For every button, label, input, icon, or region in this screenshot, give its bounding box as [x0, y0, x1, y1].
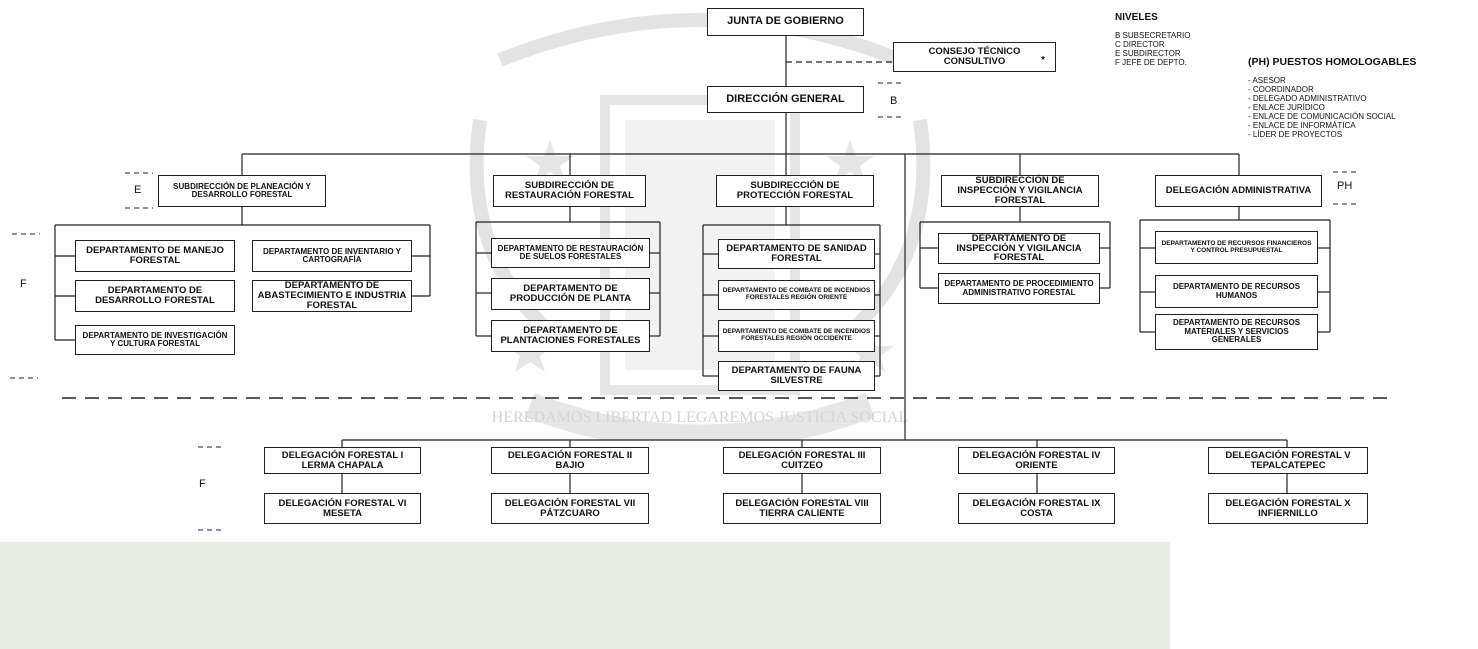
subdireccion-restauracion: SUBDIRECCIÓN DE RESTAURACIÓN FORESTAL	[493, 175, 646, 207]
delegacion-forestal-v: DELEGACIÓN FORESTAL V TEPALCATEPEC	[1208, 447, 1368, 474]
subdireccion-proteccion: SUBDIRECCIÓN DE PROTECCIÓN FORESTAL	[716, 175, 874, 207]
direccion-general: DIRECCIÓN GENERAL	[707, 86, 864, 113]
depto-investigacion-cultura: DEPARTAMENTO DE INVESTIGACIÓN Y CULTURA …	[75, 325, 235, 355]
depto-inspeccion-vigilancia: DEPARTAMENTO DE INSPECCIÓN Y VIGILANCIA …	[938, 233, 1100, 264]
subdireccion-planeacion: SUBDIRECCIÓN DE PLANEACIÓN Y DESARROLLO …	[158, 175, 326, 207]
level-f-depts-label: F	[20, 278, 27, 290]
level-e-label: E	[134, 184, 142, 196]
depto-recursos-humanos: DEPARTAMENTO DE RECURSOS HUMANOS	[1155, 275, 1318, 308]
delegacion-forestal-x: DELEGACIÓN FORESTAL X INFIERNILLO	[1208, 493, 1368, 524]
depto-produccion-planta: DEPARTAMENTO DE PRODUCCIÓN DE PLANTA	[491, 278, 650, 310]
junta-de-gobierno: JUNTA DE GOBIERNO	[707, 8, 864, 36]
level-f-delegations-label: F	[199, 478, 206, 490]
delegacion-forestal-iv: DELEGACIÓN FORESTAL IV ORIENTE	[958, 447, 1115, 474]
delegacion-administrativa: DELEGACIÓN ADMINISTRATIVA	[1155, 175, 1322, 207]
watermark-motto: HEREDAMOS LIBERTAD LEGAREMOS JUSTICIA SO…	[492, 409, 908, 426]
delegacion-forestal-vii: DELEGACIÓN FORESTAL VII PÁTZCUARO	[491, 493, 649, 524]
subdireccion-inspeccion: SUBDIRECCIÓN DE INSPECCIÓN Y VIGILANCIA …	[941, 175, 1099, 207]
legend-ph-item: - ENLACE DE INFORMÁTICA	[1248, 121, 1356, 130]
legend-niveles: NIVELES B SUBSECRETARIO C DIRECTOR E SUB…	[1115, 12, 1190, 67]
consejo-asterisk: *	[1041, 55, 1045, 66]
legend-ph-item: - ENLACE DE COMUNICACIÓN SOCIAL	[1248, 112, 1396, 121]
legend-ph-item: - ASESOR	[1248, 76, 1286, 85]
legend-niveles-item: F JEFE DE DEPTO.	[1115, 58, 1187, 67]
bottom-band	[0, 542, 1170, 649]
depto-recursos-financieros: DEPARTAMENTO DE RECURSOS FINANCIEROS Y C…	[1155, 231, 1318, 264]
legend-ph-item: - DELEGADO ADMINISTRATIVO	[1248, 94, 1367, 103]
legend-ph-item: - COORDINADOR	[1248, 85, 1314, 94]
depto-fauna-silvestre: DEPARTAMENTO DE FAUNA SILVESTRE	[718, 361, 875, 391]
legend-niveles-item: E SUBDIRECTOR	[1115, 49, 1181, 58]
delegacion-forestal-ii: DELEGACIÓN FORESTAL II BAJIO	[491, 447, 649, 474]
depto-procedimiento-administrativo: DEPARTAMENTO DE PROCEDIMIENTO ADMINISTRA…	[938, 273, 1100, 304]
depto-restauracion-suelos: DEPARTAMENTO DE RESTAURACIÓN DE SUELOS F…	[491, 238, 650, 268]
watermark-seal: HEREDAMOS LIBERTAD LEGAREMOS JUSTICIA SO…	[469, 13, 931, 440]
delegacion-forestal-viii: DELEGACIÓN FORESTAL VIII TIERRA CALIENTE	[723, 493, 881, 524]
legend-ph-item: - ENLACE JURÍDICO	[1248, 103, 1325, 112]
legend-ph-item: - LÍDER DE PROYECTOS	[1248, 130, 1343, 139]
depto-plantaciones-forestales: DEPARTAMENTO DE PLANTACIONES FORESTALES	[491, 320, 650, 352]
delegacion-forestal-iii: DELEGACIÓN FORESTAL III CUITZEO	[723, 447, 881, 474]
legend-ph-title: (PH) PUESTOS HOMOLOGABLES	[1248, 56, 1417, 68]
consejo-tecnico-consultivo: CONSEJO TÉCNICO CONSULTIVO *	[893, 42, 1056, 72]
legend-niveles-item: B SUBSECRETARIO	[1115, 31, 1191, 40]
level-ph-label: PH	[1337, 180, 1353, 192]
depto-manejo-forestal: DEPARTAMENTO DE MANEJO FORESTAL	[75, 240, 235, 272]
level-b-label: B	[890, 95, 898, 107]
delegacion-forestal-i: DELEGACIÓN FORESTAL I LERMA CHAPALA	[264, 447, 421, 474]
depto-desarrollo-forestal: DEPARTAMENTO DE DESARROLLO FORESTAL	[75, 280, 235, 312]
legend-puestos-homologables: (PH) PUESTOS HOMOLOGABLES - ASESOR - COO…	[1248, 56, 1416, 139]
delegacion-forestal-vi: DELEGACIÓN FORESTAL VI MESETA	[264, 493, 421, 524]
depto-recursos-materiales: DEPARTAMENTO DE RECURSOS MATERIALES Y SE…	[1155, 314, 1318, 350]
depto-abastecimiento-industria: DEPARTAMENTO DE ABASTECIMIENTO E INDUSTR…	[252, 280, 412, 312]
consejo-label: CONSEJO TÉCNICO CONSULTIVO	[928, 46, 1021, 67]
delegacion-forestal-ix: DELEGACIÓN FORESTAL IX COSTA	[958, 493, 1115, 524]
legend-niveles-title: NIVELES	[1115, 12, 1158, 23]
depto-inventario-cartografia: DEPARTAMENTO DE INVENTARIO Y CARTOGRAFÍA	[252, 240, 412, 272]
depto-combate-incendios-oriente: DEPARTAMENTO DE COMBATE DE INCENDIOS FOR…	[718, 280, 875, 310]
legend-niveles-item: C DIRECTOR	[1115, 40, 1165, 49]
depto-combate-incendios-occidente: DEPARTAMENTO DE COMBATE DE INCENDIOS FOR…	[718, 320, 875, 352]
depto-sanidad-forestal: DEPARTAMENTO DE SANIDAD FORESTAL	[718, 239, 875, 269]
